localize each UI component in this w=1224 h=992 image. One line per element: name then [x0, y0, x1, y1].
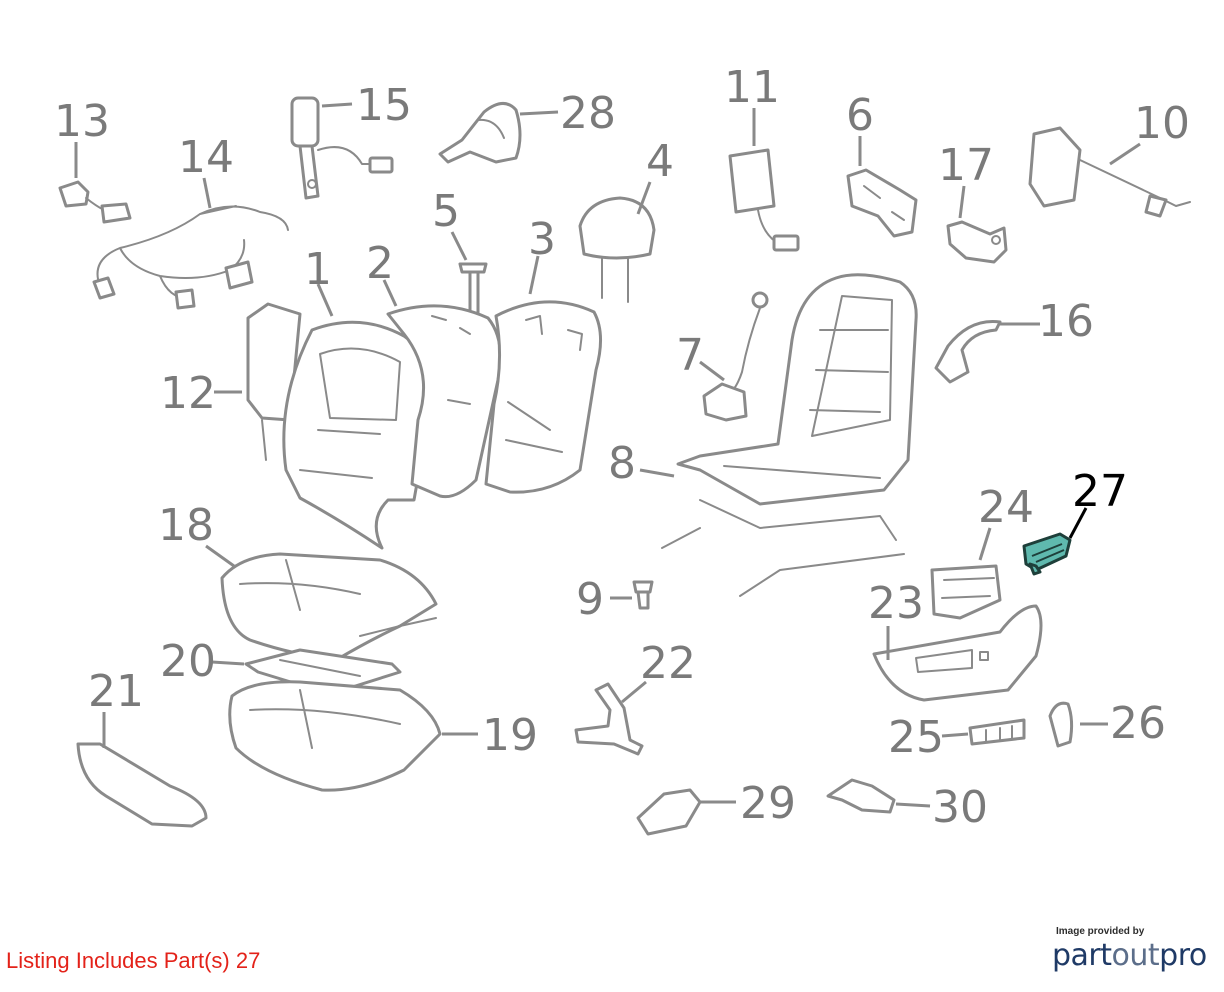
label-1: 1 [304, 244, 332, 295]
part-2-drawing [386, 304, 502, 499]
part-25-drawing [968, 718, 1026, 746]
label-15: 15 [356, 80, 412, 131]
logo-part: part [1052, 938, 1112, 973]
provider-caption: Image provided by [1056, 926, 1145, 937]
part-28-drawing [438, 102, 522, 164]
label-17: 17 [938, 140, 994, 191]
label-8: 8 [608, 438, 636, 489]
part-11-drawing [728, 148, 800, 252]
logo-pro: pro [1159, 938, 1207, 973]
part-17-drawing [946, 220, 1008, 264]
leader-18 [205, 544, 235, 568]
part-9-drawing [632, 580, 654, 610]
part-26-drawing [1048, 701, 1074, 748]
leader-30 [895, 802, 931, 808]
leader-24 [978, 527, 992, 561]
label-6: 6 [846, 90, 874, 141]
label-9: 9 [576, 574, 604, 625]
label-23: 23 [868, 578, 924, 629]
label-29: 29 [740, 778, 796, 829]
label-28: 28 [560, 88, 616, 139]
leader-28 [519, 110, 559, 116]
leader-7 [699, 360, 725, 382]
logo-out: out [1111, 938, 1160, 973]
label-14: 14 [178, 132, 234, 183]
part-3-drawing [484, 300, 602, 494]
part-20-drawing [244, 648, 402, 696]
label-13: 13 [54, 96, 110, 147]
label-11: 11 [724, 62, 780, 113]
label-18: 18 [158, 500, 214, 551]
part-23-drawing [872, 604, 1043, 702]
label-5: 5 [432, 186, 460, 237]
label-22: 22 [640, 638, 696, 689]
leader-1 [316, 283, 334, 317]
label-2: 2 [366, 238, 394, 289]
part-30-drawing [826, 778, 896, 814]
label-21: 21 [88, 666, 144, 717]
part-24-drawing [930, 564, 1002, 620]
label-27: 27 [1072, 466, 1128, 517]
part-13-drawing [58, 180, 132, 224]
leader-3 [528, 255, 540, 295]
part-19-drawing [228, 680, 442, 792]
part-27-drawing [1022, 532, 1072, 576]
leader-14 [202, 177, 212, 209]
leader-8 [639, 468, 675, 478]
leader-17 [958, 185, 966, 219]
part-21-drawing [76, 742, 208, 828]
provider-credit: Image provided by partoutpro [1052, 926, 1212, 975]
label-25: 25 [888, 712, 944, 763]
label-7: 7 [676, 330, 704, 381]
label-3: 3 [528, 214, 556, 265]
label-19: 19 [482, 710, 538, 761]
provider-logo: partoutpro [1052, 937, 1212, 975]
part-6-drawing [846, 168, 918, 238]
part-1-drawing [282, 320, 432, 550]
leader-5 [450, 231, 468, 261]
leader-10 [1109, 142, 1141, 166]
part-7-drawing [702, 291, 769, 422]
leader-15 [321, 102, 353, 108]
listing-note: Listing Includes Part(s) 27 [6, 948, 261, 973]
label-30: 30 [932, 782, 988, 833]
leader-27 [1068, 507, 1088, 539]
part-22-drawing [574, 682, 644, 756]
part-8-drawing [661, 273, 918, 597]
label-16: 16 [1038, 296, 1094, 347]
leader-2 [382, 279, 398, 307]
part-15-drawing [290, 96, 394, 200]
label-26: 26 [1110, 698, 1166, 749]
part-18-drawing [220, 552, 438, 662]
part-29-drawing [636, 788, 702, 836]
label-4: 4 [646, 136, 674, 187]
leader-20 [211, 660, 245, 666]
leader-25 [941, 732, 969, 738]
label-20: 20 [160, 636, 216, 687]
part-10-drawing [1028, 126, 1191, 218]
part-5-drawing [458, 262, 488, 316]
leader-4 [636, 181, 652, 215]
leader-22 [621, 680, 647, 704]
label-10: 10 [1134, 98, 1190, 149]
part-4-drawing [578, 196, 656, 303]
label-24: 24 [978, 482, 1034, 533]
part-16-drawing [934, 320, 1002, 384]
part-14-drawing [92, 205, 289, 310]
label-12: 12 [160, 368, 216, 419]
